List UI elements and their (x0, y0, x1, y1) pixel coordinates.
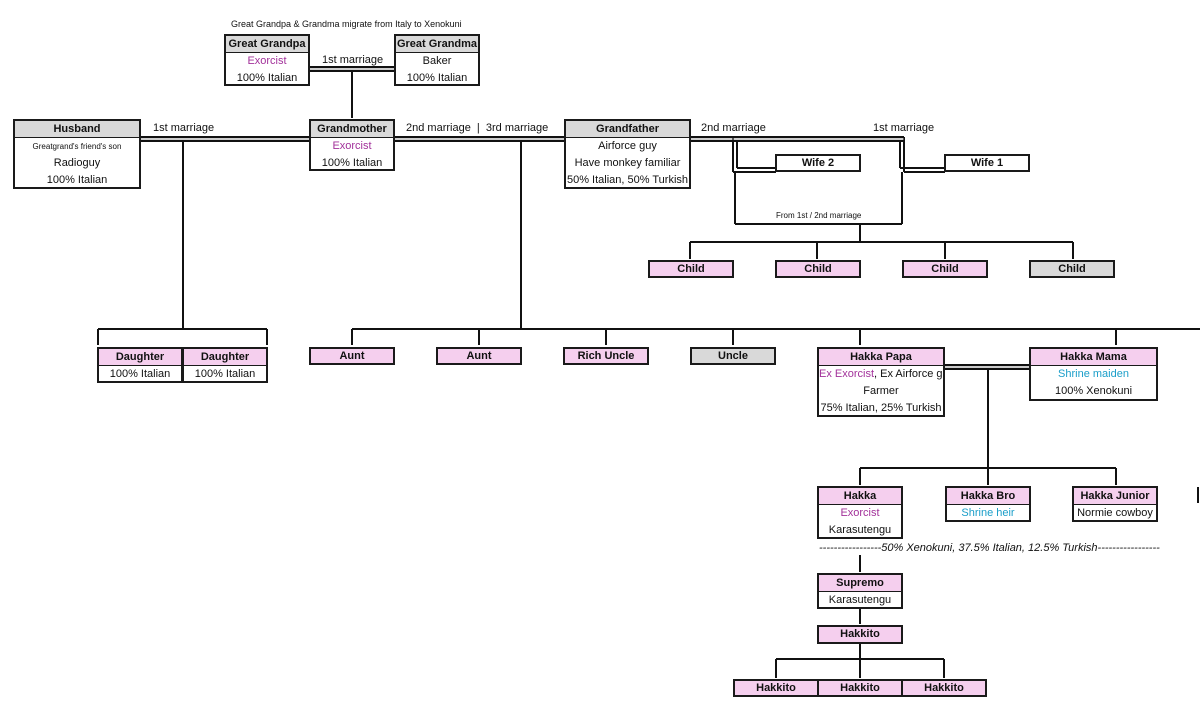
person-job: Exorcist (332, 140, 372, 152)
person-card-daughter-1[interactable]: Daughter 100% Italian (97, 347, 183, 383)
person-card-great-grandpa[interactable]: Great Grandpa Exorcist 100% Italian (224, 34, 310, 86)
person-card-aunt-1[interactable]: Aunt (309, 347, 395, 365)
person-name: Daughter (99, 349, 181, 366)
person-job: Exorcist (840, 507, 880, 519)
migration-note: Great Grandpa & Grandma migrate from Ita… (231, 19, 462, 29)
person-card-grandfather[interactable]: Grandfather Airforce guy Have monkey fam… (564, 119, 691, 189)
person-name: Supremo (819, 575, 901, 592)
person-name: Child (777, 262, 859, 276)
person-name: Great Grandpa (226, 36, 308, 53)
person-card-hakka-papa[interactable]: Hakka Papa Ex Exorcist, Ex Airforce guy … (817, 347, 945, 417)
person-job: Radioguy (53, 157, 101, 169)
person-card-hakka[interactable]: Hakka Exorcist Karasutengu (817, 486, 903, 539)
person-card-hakkito-1[interactable]: Hakkito (733, 679, 819, 697)
husband-marriage-label: 1st marriage (153, 122, 215, 134)
person-name: Grandmother (311, 121, 393, 138)
person-job: Baker (422, 55, 452, 67)
children-origin-label: From 1st / 2nd marriage (776, 211, 862, 220)
person-ancestry: 100% Italian (321, 157, 383, 169)
person-card-hakka-mama[interactable]: Hakka Mama Shrine maiden 100% Xenokuni (1029, 347, 1158, 401)
person-name: Rich Uncle (565, 349, 647, 363)
person-name: Wife 2 (777, 156, 859, 170)
person-ancestry: 75% Italian, 25% Turkish (820, 402, 942, 414)
person-card-rich-uncle[interactable]: Rich Uncle (563, 347, 649, 365)
person-name: Hakka Bro (947, 488, 1029, 505)
hakka-siblings-ancestry: -----------------50% Xenokuni, 37.5% Ita… (819, 542, 1160, 554)
person-name: Child (1031, 262, 1113, 276)
person-jobs: Ex Exorcist, Ex Airforce guy (819, 366, 943, 383)
person-name: Grandfather (566, 121, 689, 138)
person-ancestry: 100% Italian (406, 72, 468, 84)
person-name: Child (904, 262, 986, 276)
great-grandparents-marriage-label: 1st marriage (322, 54, 384, 66)
person-card-wife-2[interactable]: Wife 2 (775, 154, 861, 172)
person-ancestry: 50% Italian, 50% Turkish (566, 174, 689, 186)
grandmother-marriages-label: 2nd marriage | 3rd marriage (406, 122, 549, 134)
person-note: Greatgrand's friend's son (32, 142, 122, 151)
person-name: Hakkito (819, 681, 901, 695)
person-ancestry: 100% Italian (236, 72, 298, 84)
person-card-hakka-junior[interactable]: Hakka Junior Normie cowboy (1072, 486, 1158, 522)
person-job: Shrine heir (961, 507, 1015, 519)
person-card-supremo[interactable]: Supremo Karasutengu (817, 573, 903, 609)
person-job: Shrine maiden (1058, 368, 1129, 380)
person-note: Farmer (863, 385, 899, 397)
person-card-aunt-2[interactable]: Aunt (436, 347, 522, 365)
person-job-airforce: , Ex Airforce guy (874, 368, 943, 380)
person-name: Hakka Junior (1074, 488, 1156, 505)
person-card-husband[interactable]: Husband Greatgrand's friend's son Radiog… (13, 119, 141, 189)
grandfather-1st-marriage-label: 1st marriage (873, 122, 935, 134)
person-job: Exorcist (247, 55, 287, 67)
person-name: Hakkito (735, 681, 817, 695)
person-job: Airforce guy (598, 140, 657, 152)
person-card-great-grandma[interactable]: Great Grandma Baker 100% Italian (394, 34, 480, 86)
person-note: Karasutengu (828, 524, 892, 536)
person-card-daughter-2[interactable]: Daughter 100% Italian (182, 347, 268, 383)
person-ancestry: 100% Xenokuni (1054, 385, 1133, 397)
person-ancestry: 100% Italian (194, 368, 256, 380)
person-card-uncle[interactable]: Uncle (690, 347, 776, 365)
person-card-grandmother[interactable]: Grandmother Exorcist 100% Italian (309, 119, 395, 171)
person-name: Hakkito (819, 627, 901, 642)
person-name: Child (650, 262, 732, 276)
person-card-child-1[interactable]: Child (648, 260, 734, 278)
person-card-child-4[interactable]: Child (1029, 260, 1115, 278)
person-card-child-3[interactable]: Child (902, 260, 988, 278)
person-card-hakka-bro[interactable]: Hakka Bro Shrine heir (945, 486, 1031, 522)
person-name: Uncle (692, 349, 774, 363)
person-name: Hakka (819, 488, 901, 505)
person-card-child-2[interactable]: Child (775, 260, 861, 278)
grandfather-2nd-marriage-label: 2nd marriage (701, 122, 766, 134)
person-ancestry: 100% Italian (109, 368, 171, 380)
person-note: Have monkey familiar (574, 157, 681, 169)
person-name: Hakkito (903, 681, 985, 695)
person-card-hakkito-3[interactable]: Hakkito (901, 679, 987, 697)
person-name: Husband (15, 121, 139, 138)
person-name: Aunt (311, 349, 393, 363)
person-name: Hakka Papa (819, 349, 943, 366)
person-job-exorcist: Ex Exorcist (819, 368, 875, 380)
person-card-wife-1[interactable]: Wife 1 (944, 154, 1030, 172)
person-name: Wife 1 (946, 156, 1028, 170)
person-name: Great Grandma (396, 36, 478, 53)
person-name: Hakka Mama (1031, 349, 1156, 366)
person-ancestry: 100% Italian (46, 174, 108, 186)
person-card-hakkito-parent[interactable]: Hakkito (817, 625, 903, 644)
person-job: Normie cowboy (1077, 507, 1153, 519)
person-card-hakkito-2[interactable]: Hakkito (817, 679, 903, 697)
person-note: Karasutengu (828, 594, 892, 606)
person-name: Aunt (438, 349, 520, 363)
person-name: Daughter (184, 349, 266, 366)
